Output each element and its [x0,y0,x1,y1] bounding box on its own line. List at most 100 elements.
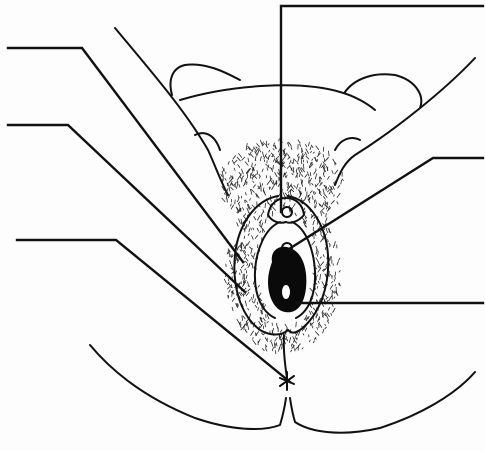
hair-stroke [313,220,315,224]
hair-stroke [270,199,271,202]
hair-stroke [251,154,254,157]
hair-stroke [317,327,318,329]
hair-stroke [228,287,230,289]
hair-stroke [280,330,282,332]
hair-stroke [272,186,274,190]
hair-stroke [255,333,256,335]
hair-stroke [296,347,298,349]
leader-lines [8,6,483,382]
hair-stroke [323,305,324,307]
hair-stroke [328,188,329,190]
hair-stroke [242,316,243,321]
hair-stroke [331,257,332,260]
hair-stroke [245,200,247,202]
hair-stroke [266,176,267,178]
hair-stroke [246,262,247,264]
hair-stroke [254,217,256,220]
leader-line-left-3 [17,240,290,382]
hair-stroke [305,216,306,218]
hair-stroke [265,322,266,327]
hair-stroke [263,318,265,321]
hair-stroke [222,198,225,202]
hair-stroke [305,197,306,200]
hair-stroke [245,301,246,306]
hair-stroke [292,162,293,164]
hair-stroke [231,187,234,190]
hair-stroke [262,333,264,335]
hair-stroke [335,284,336,286]
hair-stroke [260,231,261,233]
hair-stroke [251,189,254,192]
hair-stroke [267,321,269,323]
hair-stroke [255,212,256,214]
hair-stroke [326,213,327,217]
hair-stroke [284,162,285,164]
hair-stroke [320,183,321,186]
hair-stroke [326,228,327,233]
hair-stroke [329,151,330,156]
hair-stroke [298,154,299,155]
hair-stroke [297,163,298,164]
hair-stroke [299,172,300,176]
hair-stroke [273,149,274,151]
hair-stroke [327,167,328,170]
hair-stroke [316,252,317,255]
hair-stroke [257,228,258,231]
hair-stroke [310,191,312,193]
hair-stroke [246,292,249,295]
hair-stroke [249,229,250,232]
hair-stroke [250,199,251,201]
hair-stroke [294,186,296,188]
hair-stroke [250,247,252,249]
hair-stroke [289,337,290,342]
hair-stroke [271,340,272,342]
hair-stroke [255,235,258,238]
hair-stroke [283,165,285,167]
hair-stroke [310,147,311,150]
hair-stroke [322,311,323,313]
hair-stroke [247,264,248,265]
hair-stroke [333,159,335,163]
hair-stroke [275,173,277,177]
hair-stroke [301,175,303,177]
hair-stroke [258,339,260,343]
hair-stroke [239,154,242,158]
hair-stroke [251,173,252,174]
hair-stroke [332,171,333,174]
hair-stroke [322,282,324,286]
hair-stroke [243,176,244,177]
hair-stroke [329,296,332,301]
hair-stroke [257,216,260,221]
abdomen-right-curve [345,74,421,108]
hair-stroke [297,171,298,174]
hair-stroke [294,340,296,343]
hair-stroke [291,350,292,352]
hair-stroke [303,334,304,336]
hair-stroke [248,289,250,291]
hair-stroke [312,159,313,160]
hair-stroke [324,197,326,200]
hair-stroke [248,308,249,310]
hair-stroke [302,348,303,349]
hair-stroke [271,342,272,346]
hair-stroke [231,204,232,206]
right-thigh-outline [335,58,475,185]
hair-stroke [255,164,256,166]
hair-stroke [257,144,260,147]
hair-stroke [237,157,240,161]
hair-stroke [300,144,301,146]
body-outline [90,28,475,433]
hair-stroke [238,304,239,306]
hair-stroke [312,322,314,324]
hair-stroke [246,319,248,322]
hair-stroke [253,228,254,230]
hair-stroke [256,147,257,149]
hair-stroke [248,241,250,245]
hair-stroke [262,349,264,351]
hair-stroke [306,144,307,147]
hair-stroke [241,269,242,273]
hair-stroke [290,160,292,164]
abdomen-left-curve [171,64,240,95]
hair-stroke [269,150,270,152]
abdomen-upper-line [180,85,375,110]
